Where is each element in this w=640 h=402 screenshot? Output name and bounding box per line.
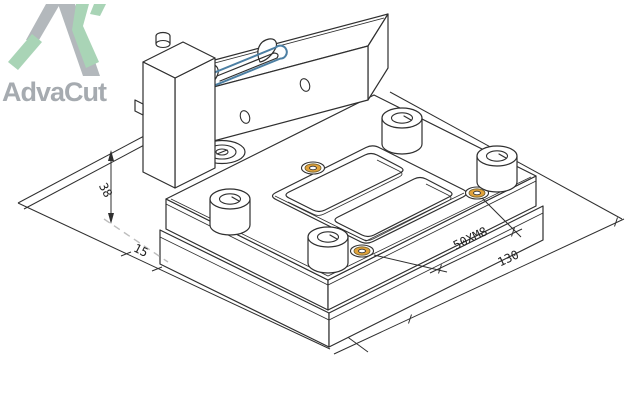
- hidden-line: [103, 218, 169, 263]
- dimension-38: 38: [96, 150, 115, 224]
- clamp-bracket: [134, 31, 216, 189]
- top-plate: [165, 94, 537, 311]
- socket-screw-boss: [307, 226, 349, 274]
- thread-hole: [349, 244, 375, 258]
- socket-screw-bosses: [209, 107, 518, 274]
- thread-hole: [464, 186, 490, 200]
- face-hole: [299, 78, 311, 92]
- thread-holes: [300, 161, 490, 258]
- logo-mark: [8, 4, 106, 76]
- side-stud: [134, 99, 144, 116]
- pocket-b: [334, 176, 453, 241]
- dimension-15: 15: [120, 241, 163, 272]
- dim-text-15: 15: [131, 241, 150, 260]
- pocket-a: [285, 152, 404, 216]
- dim-text-38: 38: [96, 180, 115, 199]
- socket-screw-boss: [381, 107, 423, 155]
- advacut-logo: AdvaCut: [2, 4, 108, 107]
- thread-hole: [300, 161, 326, 175]
- face-hole: [239, 110, 251, 124]
- base-plate: [159, 205, 544, 348]
- logo-wordmark: AdvaCut: [2, 77, 107, 107]
- clamp-arm: [216, 52, 279, 82]
- socket-screw-boss: [476, 145, 518, 193]
- socket-screw-boss: [209, 188, 251, 236]
